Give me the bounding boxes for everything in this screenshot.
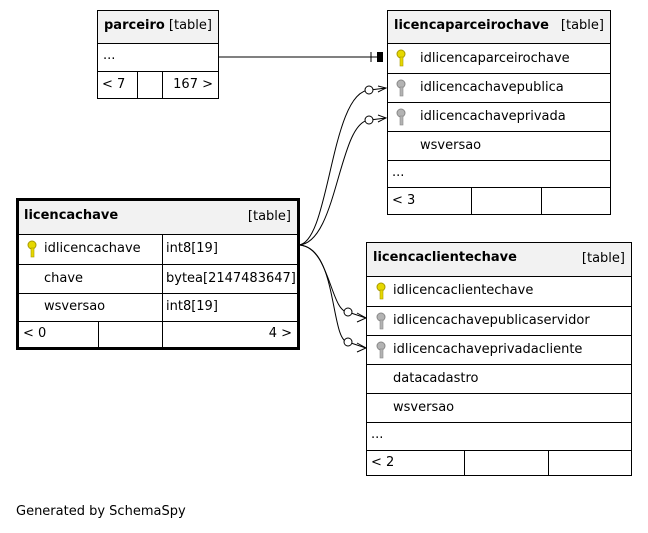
foreign-key-icon <box>396 79 406 97</box>
table-type: [table] <box>560 18 604 33</box>
column-name: idlicencachaveprivada <box>420 109 566 124</box>
column-name: datacadastro <box>393 371 479 386</box>
column-row[interactable]: datacadastro <box>367 364 631 393</box>
column-name: chave <box>44 271 84 286</box>
edge-licencachave-cliente <box>297 244 367 349</box>
edge-licencachave-publica <box>297 87 387 246</box>
ellipsis-text: ... <box>103 48 116 63</box>
table-footer: < 7 167 > <box>98 71 218 98</box>
table-footer: < 3 <box>388 187 610 214</box>
primary-key-icon <box>27 240 37 258</box>
foreign-key-icon <box>376 341 386 359</box>
footer-parent-count[interactable]: < 0 <box>23 326 47 341</box>
column-name: idlicencaclientechave <box>393 283 534 298</box>
column-datatype: bytea[2147483647] <box>166 271 296 286</box>
primary-key-icon <box>376 282 386 300</box>
column-name: wsversao <box>420 138 482 153</box>
table-header: licencaclientechave [table] <box>367 243 631 276</box>
column-row[interactable]: idlicencaparceirochave <box>388 43 610 73</box>
column-name: wsversao <box>393 400 455 415</box>
column-name: idlicencaparceirochave <box>420 51 570 66</box>
table-licencachave[interactable]: licencachave [table] idlicencachave int8… <box>16 198 300 350</box>
table-licencaclientechave[interactable]: licencaclientechave [table] idlicencacli… <box>366 242 632 476</box>
footer-child-count[interactable]: 167 > <box>173 77 213 92</box>
column-row[interactable]: wsversao <box>388 131 610 160</box>
column-datatype: int8[19] <box>166 241 218 256</box>
column-row[interactable]: chave bytea[2147483647] <box>19 264 297 293</box>
table-header: licencaparceirochave [table] <box>388 11 610 43</box>
column-name: idlicencachavepublica <box>420 80 564 95</box>
edge-licencachave-servidor <box>297 244 367 319</box>
column-row[interactable]: idlicencachave int8[19] <box>19 234 297 264</box>
column-row[interactable]: idlicencachaveprivadacliente <box>367 335 631 364</box>
generated-by-text: Generated by SchemaSpy <box>16 504 186 519</box>
table-name: parceiro <box>104 18 165 33</box>
ellipsis-text: ... <box>392 165 405 180</box>
column-row[interactable]: idlicencachaveprivada <box>388 102 610 131</box>
column-row[interactable]: idlicencachavepublicaservidor <box>367 306 631 335</box>
footer-parent-count[interactable]: < 3 <box>392 193 416 208</box>
table-name: licencaclientechave <box>373 250 517 265</box>
table-name: licencaparceirochave <box>394 18 550 33</box>
table-header: parceiro [table] <box>98 11 218 43</box>
column-name: idlicencachavepublicaservidor <box>393 313 590 328</box>
table-header: licencachave [table] <box>19 201 297 234</box>
footer-child-count[interactable]: 4 > <box>268 326 292 341</box>
table-type: [table] <box>581 251 625 266</box>
table-parceiro[interactable]: parceiro [table] ... < 7 167 > <box>97 10 219 99</box>
table-footer: < 0 4 > <box>19 321 297 347</box>
column-datatype: int8[19] <box>166 299 218 314</box>
table-type: [table] <box>247 209 291 224</box>
column-name: idlicencachave <box>44 241 141 256</box>
column-name: wsversao <box>44 299 106 314</box>
ellipsis-row: ... <box>98 43 218 71</box>
table-type: [table] <box>168 18 212 33</box>
footer-parent-count[interactable]: < 7 <box>102 77 126 92</box>
column-row[interactable]: idlicencachavepublica <box>388 73 610 102</box>
ellipsis-row: ... <box>367 422 631 450</box>
table-licencaparceirochave[interactable]: licencaparceirochave [table] idlicencapa… <box>387 10 611 215</box>
table-name: licencachave <box>24 208 119 223</box>
column-row[interactable]: idlicencaclientechave <box>367 276 631 306</box>
foreign-key-icon <box>376 312 386 330</box>
foreign-key-icon <box>396 108 406 126</box>
column-name: idlicencachaveprivadacliente <box>393 342 583 357</box>
footer-parent-count[interactable]: < 2 <box>371 455 395 470</box>
column-row[interactable]: wsversao <box>367 393 631 422</box>
ellipsis-row: ... <box>388 160 610 187</box>
primary-key-icon <box>396 49 406 67</box>
table-footer: < 2 <box>367 450 631 475</box>
ellipsis-text: ... <box>371 427 384 442</box>
edge-licencachave-privada <box>297 117 387 246</box>
column-row[interactable]: wsversao int8[19] <box>19 293 297 321</box>
